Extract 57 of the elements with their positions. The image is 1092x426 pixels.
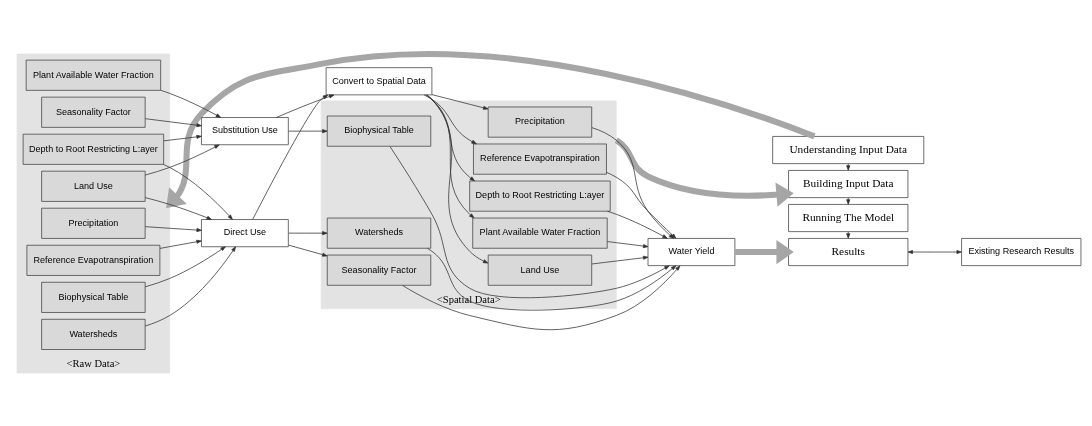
arrow [425,94,475,181]
node-box: Existing Research Results [961,237,1082,266]
arrow [252,94,329,220]
arrow [426,94,489,263]
node-box: Depth to Root Restricting L:ayer [22,133,165,165]
arrow [427,247,677,311]
arrow [606,171,677,239]
node-box: Precipitation [487,106,593,138]
node-box: Substitution Use [201,116,289,145]
node-box: Reference Evapotranspiration [26,244,161,276]
arrow [614,137,794,207]
arrow [607,240,649,248]
node-box: Plant Available Water Fraction [472,217,608,249]
node-box: Results [788,237,909,266]
node-box: Depth to Root Restricting L:ayer [469,180,611,212]
arrow [159,239,202,249]
arrow [846,231,851,239]
arrow [389,145,670,298]
arrow [163,163,233,220]
node-box: Reference Evapotranspiration [473,143,607,175]
node-box: Biophysical Table [326,115,432,147]
arrow [144,225,202,232]
node-box: Watersheds [41,318,146,350]
node-box: Precipitation [41,207,146,239]
arrow [144,117,202,127]
arrow [166,50,816,208]
arrow [735,239,794,264]
arrow [846,197,851,205]
arrow [160,89,221,118]
arrow [431,93,489,110]
node-box: Convert to Spatial Data [325,66,433,95]
node-box: Direct Use [201,218,289,247]
node-box: Watersheds [326,217,432,249]
node-box: Land Use [41,170,146,202]
arrow [163,134,202,141]
arrow [607,210,668,239]
node-box: Seasonality Factor [326,254,432,286]
arrow [288,128,328,133]
arrow [288,230,328,235]
arrow [846,163,851,171]
node-box: Water Yield [647,237,736,266]
arrow [275,94,335,118]
arrow [591,126,674,239]
node-box: Land Use [487,254,593,286]
node-box: Plant Available Water Fraction [25,59,161,91]
arrow [144,196,212,220]
arrow [402,265,681,330]
arrow [423,94,477,144]
arrow [591,255,649,264]
arrow [144,245,236,326]
node-box: Seasonality Factor [41,96,146,128]
arrow [144,144,220,175]
arrow [288,244,328,257]
node-box: Biophysical Table [41,281,146,313]
arrow [426,94,475,218]
arrow [144,245,226,287]
arrow [907,249,962,254]
